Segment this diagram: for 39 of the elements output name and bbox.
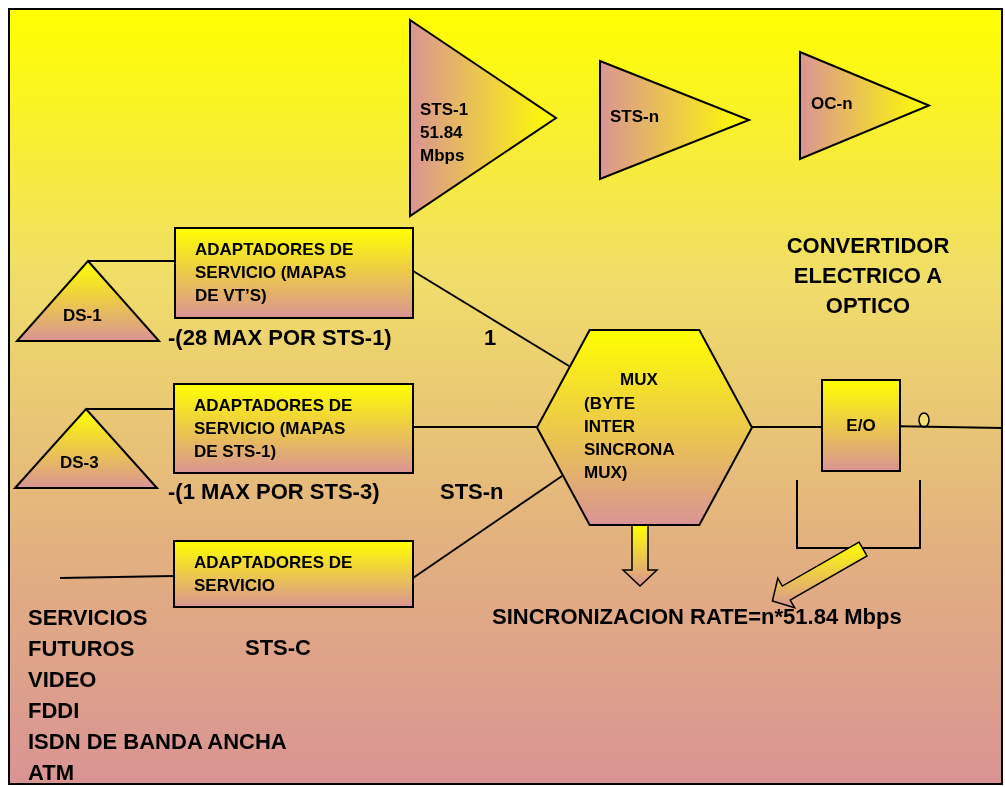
signal-triangle <box>600 61 749 179</box>
capacity-note: -(28 MAX POR STS-1) <box>168 324 392 352</box>
connector-line <box>751 426 823 428</box>
service-list-item: SERVICIOS FUTUROS <box>28 604 149 663</box>
signal-triangle <box>17 261 159 341</box>
caption-text: CONVERTIDOR ELECTRICO A OPTICO <box>785 232 951 320</box>
service-list-item: ISDN DE BANDA ANCHA <box>28 728 287 756</box>
node-text: DS-3 <box>60 452 100 474</box>
service-list-item: VIDEO <box>28 666 97 694</box>
rate-label: SINCRONIZACION RATE=n*51.84 Mbps <box>492 601 997 633</box>
node-text: OC-n <box>811 93 854 115</box>
node-text: STS-1 51.84 Mbps <box>420 99 470 167</box>
connector-line <box>59 575 175 579</box>
connector-line <box>87 260 176 262</box>
node-text: MUX <box>620 369 659 391</box>
count-label: 1 <box>484 324 497 352</box>
adapter-box <box>175 228 413 318</box>
signal-label: STS-C <box>245 634 311 662</box>
node-text: ADAPTADORES DE SERVICIO <box>194 552 354 597</box>
node-text: E/O <box>845 415 877 437</box>
signal-label: STS-n <box>440 478 504 506</box>
node-text: ADAPTADORES DE SERVICIO (MAPAS DE VT’S) <box>195 239 355 307</box>
converter-box <box>822 380 900 471</box>
node-text: (BYTE INTER SINCRONA MUX) <box>584 393 676 484</box>
block-arrow <box>771 541 869 610</box>
signal-triangle <box>15 409 157 488</box>
connector-line <box>85 408 175 410</box>
adapter-box <box>174 384 413 473</box>
node-text: DS-1 <box>63 305 103 327</box>
capacity-note: -(1 MAX POR STS-3) <box>168 478 380 506</box>
signal-triangle <box>800 52 929 159</box>
signal-triangle <box>410 20 556 216</box>
service-list-item: FDDI <box>28 697 80 725</box>
block-arrow <box>621 524 659 588</box>
service-list-item: ATM <box>28 759 75 787</box>
node-text: STS-n <box>610 106 661 128</box>
node-text: ADAPTADORES DE SERVICIO (MAPAS DE STS-1) <box>194 395 354 463</box>
mux-hexagon <box>537 330 752 525</box>
adapter-box <box>174 541 413 607</box>
